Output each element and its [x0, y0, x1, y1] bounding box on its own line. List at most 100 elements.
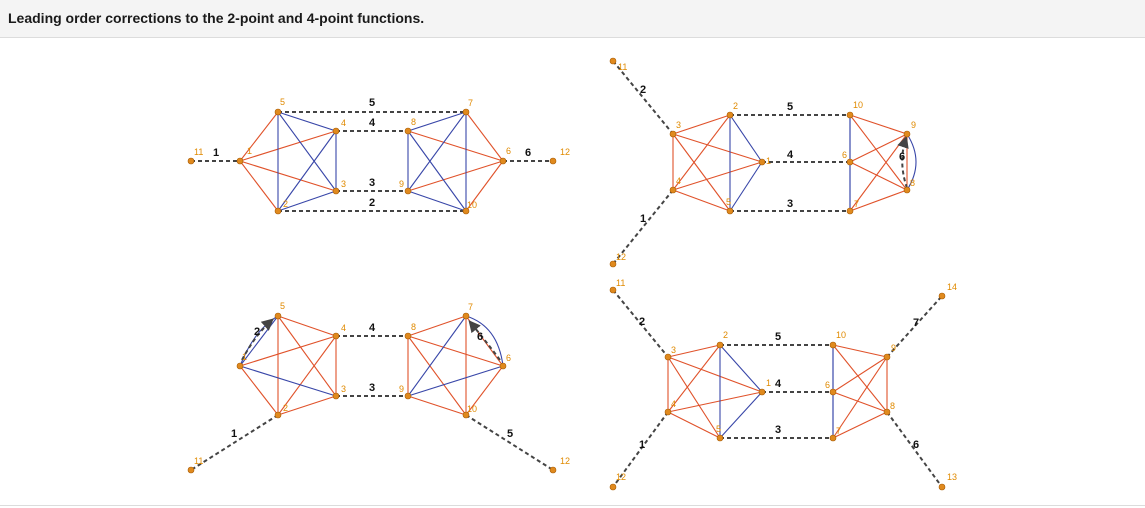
vertex-label: 14	[947, 282, 957, 292]
red-edge	[849, 114, 908, 135]
vertex-label: 2	[733, 101, 738, 111]
blue-edge	[277, 190, 337, 212]
vertex-label: 8	[910, 178, 915, 188]
vertex	[462, 312, 470, 320]
vertex	[462, 411, 470, 419]
red-edge	[407, 160, 504, 192]
edge-label: 4	[775, 378, 782, 390]
red-edge	[239, 335, 337, 367]
edge-label: 3	[369, 382, 375, 394]
vertex	[404, 392, 412, 400]
red-edge	[407, 335, 504, 367]
red-edge	[667, 344, 721, 358]
edge-label: 6	[477, 331, 483, 343]
edge-label: 4	[787, 149, 794, 161]
red-edge	[239, 160, 279, 212]
vertex	[499, 362, 507, 370]
dashed-propagator	[465, 414, 554, 471]
red-edge	[667, 356, 721, 439]
vertex	[187, 466, 195, 474]
red-edge	[849, 161, 908, 191]
red-edge	[277, 315, 337, 337]
red-edge	[239, 160, 337, 192]
blue-edge	[407, 190, 467, 212]
vertex-label: 4	[341, 118, 346, 128]
vertex-label: 11	[616, 278, 625, 288]
red-edge	[672, 161, 763, 191]
vertex	[462, 108, 470, 116]
figure-caption: Leading order corrections to the 2-point…	[8, 10, 425, 26]
vertex-label: 10	[853, 100, 863, 110]
vertex	[669, 130, 677, 138]
vertex-label: 2	[283, 403, 288, 413]
vertex	[716, 434, 724, 442]
vertex-label: 7	[836, 426, 841, 436]
vertex	[829, 341, 837, 349]
vertex-label: 8	[890, 401, 895, 411]
vertex	[274, 411, 282, 419]
vertex-label: 5	[280, 301, 285, 311]
edge-label: 5	[369, 97, 375, 109]
edge-label: 6	[525, 147, 531, 159]
vertex-label: 13	[947, 472, 957, 482]
vertex	[758, 158, 766, 166]
vertex-label: 9	[891, 343, 896, 353]
vertex	[274, 312, 282, 320]
vertex	[669, 186, 677, 194]
vertex-label: 10	[836, 330, 846, 340]
vertex	[236, 362, 244, 370]
vertex-label: 7	[468, 302, 473, 312]
red-edge	[832, 356, 888, 393]
edge-label: 5	[775, 331, 781, 343]
red-edge	[672, 114, 731, 135]
vertex-label: 12	[616, 472, 626, 482]
red-edge	[407, 315, 467, 337]
vertex	[883, 408, 891, 416]
red-edge	[239, 365, 279, 416]
red-edge	[465, 160, 504, 212]
dashed-propagator	[612, 411, 669, 488]
red-edge	[832, 344, 888, 413]
vertex	[829, 388, 837, 396]
vertex	[716, 341, 724, 349]
red-edge	[277, 335, 337, 416]
blue-edge	[277, 111, 337, 192]
dashed-propagator	[897, 135, 909, 189]
vertex	[903, 186, 911, 194]
edge-label: 3	[369, 177, 375, 189]
vertex	[758, 388, 766, 396]
blue-curved-edge	[906, 133, 917, 191]
vertex	[609, 483, 617, 491]
vertex	[187, 157, 195, 165]
vertex	[332, 392, 340, 400]
blue-edge	[407, 365, 504, 397]
edge-label: 6	[913, 439, 919, 451]
vertex-label: 2	[283, 199, 288, 209]
vertex	[726, 207, 734, 215]
red-edge	[832, 344, 888, 358]
vertex	[726, 111, 734, 119]
red-edge	[407, 395, 467, 416]
edge-label: 2	[640, 84, 646, 96]
edge-label: 1	[639, 439, 645, 451]
red-edge	[239, 111, 279, 162]
edge-label: 7	[913, 317, 919, 329]
red-edge	[239, 130, 337, 162]
red-edge	[849, 114, 908, 191]
blue-edge	[277, 130, 337, 212]
edge-label: 5	[507, 428, 513, 440]
vertex-label: 3	[676, 120, 681, 130]
vertex-label: 4	[341, 323, 346, 333]
vertex	[846, 207, 854, 215]
vertex-label: 8	[411, 117, 416, 127]
red-edge	[672, 133, 763, 163]
red-edge	[832, 356, 888, 439]
vertex	[404, 127, 412, 135]
red-edge	[667, 411, 721, 439]
edge-label: 6	[899, 151, 905, 163]
vertex-label: 1	[766, 156, 771, 166]
red-edge	[849, 189, 908, 212]
